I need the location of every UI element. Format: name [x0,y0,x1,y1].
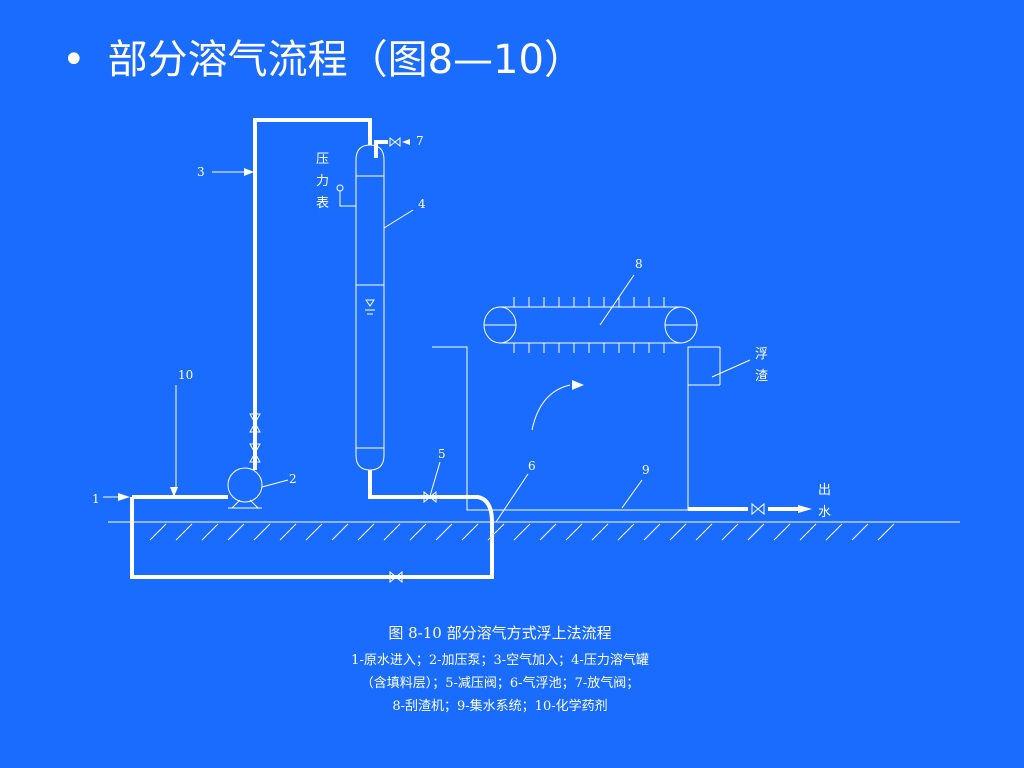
leader-lines [103,171,751,523]
arrows [118,168,812,513]
loop-valve [389,570,403,584]
pressure-reducing-valve [423,490,437,504]
check-valve [249,443,261,463]
label-2: 2 [289,472,297,486]
ground [108,521,960,541]
inlet-arrow [118,493,130,501]
air-line-pipe [253,118,372,470]
slide-title: • 部分溶气流程（图8—10） [62,30,584,90]
flow-arrow [572,380,584,390]
skimmer [483,297,698,353]
pump [227,467,263,509]
outlet-char-2: 水 [818,505,831,520]
outlet-arrow [798,505,812,513]
outlet-char-1: 出 [818,483,831,498]
pump-discharge-valve [249,413,261,433]
outlet-valve [751,502,765,516]
caption-line-1: 1-原水进入；2-加压泵；3-空气加入；4-压力溶气罐 [351,653,649,668]
dissolved-air-tank [355,144,385,471]
caption-title: 图 8-10 部分溶气方式浮上法流程 [388,624,612,642]
scum-char-1: 浮 [755,347,768,362]
label-10: 10 [178,368,193,382]
number-labels: 1 2 3 4 5 6 7 8 9 10 [92,134,650,506]
label-7: 7 [416,134,424,148]
title-text: 部分溶气流程（图8—10） [107,37,584,83]
gauge-char-2: 力 [316,174,329,189]
label-3: 3 [197,165,205,179]
chemical-arrow [170,487,178,497]
label-5: 5 [438,447,446,461]
scum-label: 浮 渣 [755,347,768,384]
scum-char-2: 渣 [755,369,768,384]
flow-curve [531,384,571,431]
caption-line-2: （含填料层）；5-减压阀；6-气浮池；7-放气阀； [360,676,640,691]
gauge-label: 压 力 表 [316,152,329,211]
caption-line-3: 8-刮渣机；9-集水系统；10-化学药剂 [392,699,608,714]
valves [249,136,765,584]
flotation-tank [432,346,721,511]
label-9: 9 [642,463,650,477]
pressure-gauge [336,184,356,207]
label-4: 4 [418,197,426,211]
title-bullet: • [62,37,86,83]
label-6: 6 [528,459,536,473]
vent-pipe [374,140,388,158]
air-arrow [244,168,254,176]
outlet-label: 出 水 [818,483,831,520]
return-loop-pipe [130,470,494,579]
vent-valve [389,136,401,148]
piping [130,118,800,579]
label-8: 8 [635,257,643,271]
gauge-char-3: 表 [316,196,329,211]
label-1: 1 [92,492,100,506]
gauge-char-1: 压 [316,152,329,167]
